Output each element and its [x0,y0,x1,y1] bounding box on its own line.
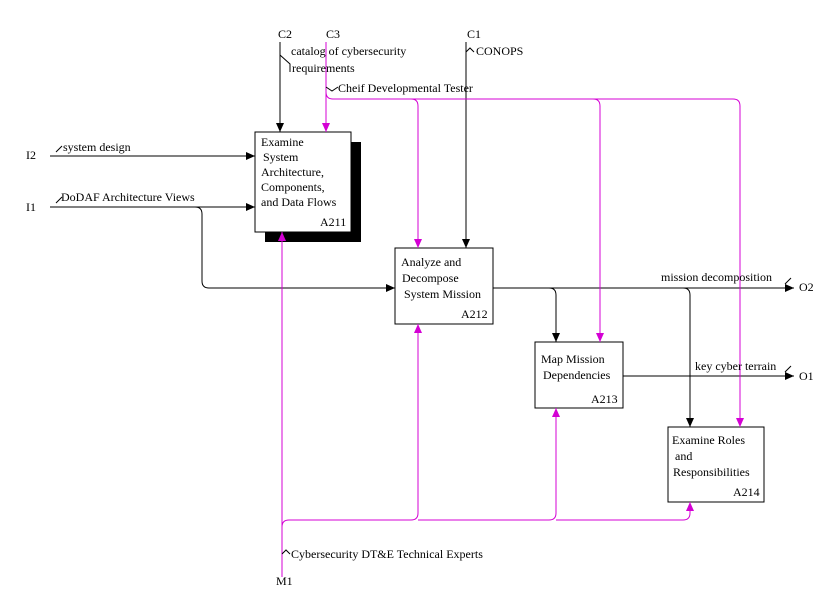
box-a214[interactable]: Examine Roles and Responsibilities A214 [667,426,765,503]
arrow-m1-to-a214[interactable] [556,502,694,521]
arrow-a212-to-a214[interactable] [682,287,694,427]
box-a213[interactable]: Map Mission Dependencies A213 [534,341,624,409]
label-experts: Cybersecurity DT&E Technical Experts [291,547,483,561]
tunnel-c2: C2 [278,27,292,41]
arrow-c3-to-a213[interactable] [592,98,604,342]
box-a213-title: Map Mission Dependencies [541,352,611,382]
squiggle-dodaf [55,196,63,204]
label-system-design: system design [63,140,131,154]
label-conops: CONOPS [476,44,523,58]
label-catalog-line1: catalog of cybersecurity [291,44,406,58]
arrow-c3-to-a214[interactable] [325,91,744,427]
box-a211[interactable]: Examine System Architecture, Components,… [254,131,361,242]
label-tester: Cheif Developmental Tester [338,81,473,95]
black-arrows [50,42,794,427]
squiggle-experts [281,549,291,555]
arrow-c3-to-a212[interactable] [410,98,422,248]
label-catalog-line2: requirements [292,61,355,75]
squiggle-tester [325,86,339,92]
box-a211-title: Examine System Architecture, Components,… [261,135,337,209]
arrow-m1-to-a213[interactable] [418,408,560,521]
arrow-a212-to-a213[interactable] [548,287,560,342]
squiggle-conops [465,47,475,53]
tunnel-m1: M1 [276,574,293,588]
box-a212[interactable]: Analyze and Decompose System Mission A21… [394,247,494,325]
tunnel-o1: O1 [799,369,814,383]
squiggle-system-design [55,145,63,153]
arrow-i1-to-a212[interactable] [194,206,395,292]
box-a212-id: A212 [461,307,488,321]
label-dodaf: DoDAF Architecture Views [61,190,195,204]
tunnel-c3: C3 [326,27,340,41]
label-key-cyber-terrain: key cyber terrain [695,359,776,373]
box-a213-id: A213 [591,392,618,406]
tunnel-c1: C1 [467,27,481,41]
label-squiggles [55,47,792,555]
tunnel-i1: I1 [26,200,36,214]
squiggle-mission-decomp [784,277,792,285]
box-a214-id: A214 [733,485,760,499]
tunnel-o2: O2 [799,280,814,294]
label-mission-decomposition: mission decomposition [661,270,772,284]
squiggle-catalog [279,54,291,72]
tunnel-i2: I2 [26,148,36,162]
squiggle-key-cyber [784,365,792,373]
box-a212-title: Analyze and Decompose System Mission [401,255,481,301]
box-a211-id: A211 [320,215,346,229]
arrow-m1-to-a212[interactable] [281,324,422,528]
box-a214-title: Examine Roles and Responsibilities [672,433,750,479]
